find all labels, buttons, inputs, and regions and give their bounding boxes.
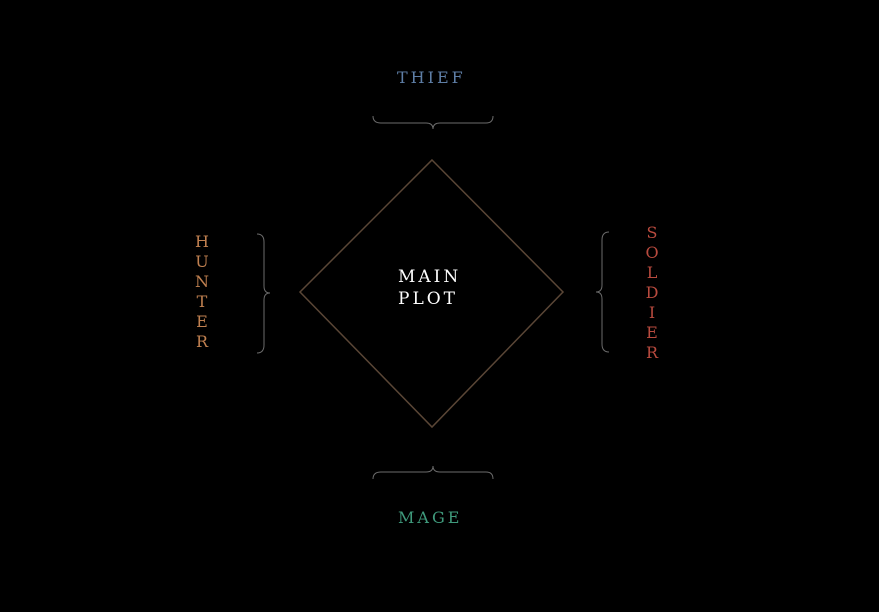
hunter-letter: T — [196, 292, 208, 311]
soldier-letter: S — [646, 223, 658, 242]
hunter-letter: U — [195, 252, 209, 271]
main-plot-line1: MAIN — [398, 267, 462, 287]
main-plot-diamond — [298, 158, 565, 429]
hunter-brace — [256, 233, 271, 354]
main-plot-label: MAIN PLOT — [372, 266, 492, 310]
soldier-letter: R — [645, 343, 659, 362]
mage-brace — [372, 465, 494, 480]
soldier-letter: L — [646, 263, 658, 282]
soldier-letter: E — [646, 323, 658, 342]
hunter-letter: R — [195, 332, 209, 351]
hunter-letter: E — [196, 312, 208, 331]
soldier-brace — [595, 231, 610, 353]
hunter-letter: N — [195, 272, 209, 291]
mage-label: MAGE — [398, 508, 463, 527]
thief-brace — [372, 115, 494, 130]
soldier-letter: D — [645, 283, 659, 302]
main-plot-line2: PLOT — [398, 289, 459, 309]
soldier-letter: I — [648, 303, 656, 322]
thief-label: THIEF — [397, 68, 466, 87]
soldier-letter: O — [645, 243, 659, 262]
hunter-letter: H — [195, 232, 209, 251]
